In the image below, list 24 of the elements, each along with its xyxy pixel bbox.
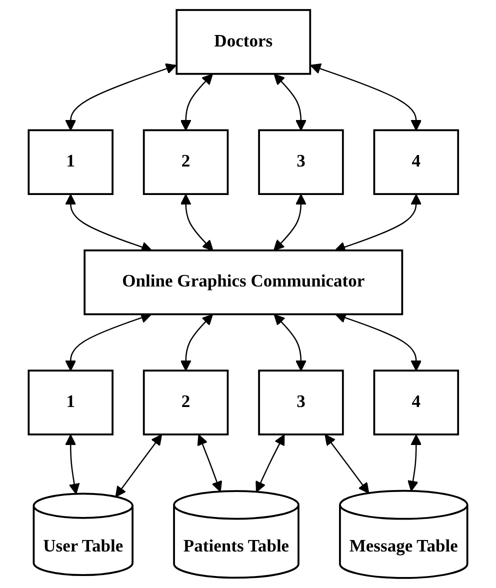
arrow — [180, 74, 213, 131]
node-box: 1 — [28, 129, 114, 195]
node-box: 4 — [373, 370, 460, 436]
arrow — [197, 434, 222, 492]
arrow — [180, 194, 214, 251]
node-box: 2 — [142, 370, 229, 436]
node-box: 1 — [28, 370, 114, 436]
arrow — [256, 434, 285, 492]
arrow — [115, 434, 162, 498]
arrow — [274, 74, 306, 131]
node-box: Online Graphics Communicator — [84, 249, 404, 316]
arrow — [65, 434, 80, 494]
node-box: Doctors — [176, 9, 312, 75]
arrow — [273, 194, 306, 251]
arrow — [274, 314, 306, 372]
arrow — [324, 434, 370, 494]
node-box: 3 — [258, 370, 344, 436]
arrow — [408, 434, 422, 492]
arrow — [310, 63, 422, 131]
node-box: 2 — [142, 129, 229, 195]
arrow — [65, 63, 177, 131]
node-box: 3 — [258, 129, 344, 195]
node-box: 4 — [373, 129, 460, 195]
arrow — [180, 314, 213, 372]
